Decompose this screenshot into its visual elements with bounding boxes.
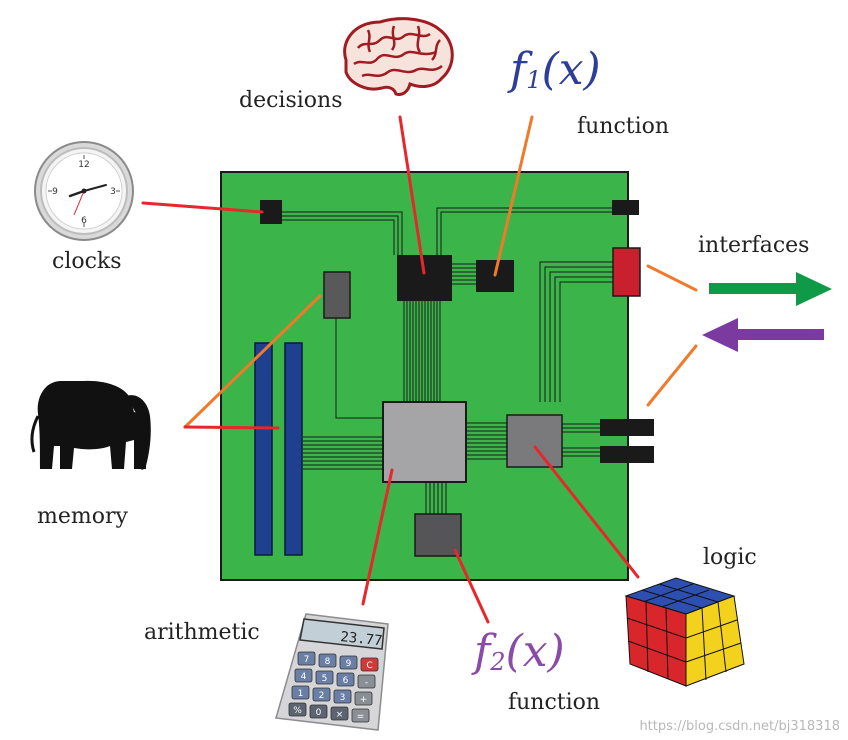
interface-connector-red [612,247,641,297]
clock-chip [260,200,282,224]
logic-chip [506,414,563,468]
calculator-key [360,657,379,672]
calculator-key-label: 5 [322,674,328,684]
memory-chip-small [323,271,351,319]
function-label-top: function [577,114,670,139]
decisions-chip [397,255,452,301]
calculator-key [330,706,349,721]
watermark: https://blog.csdn.net/bj318318 [639,719,840,734]
calculator-keypad: 7 8 9 C 4 5 6 - 1 2 3 +% 0 × = [288,651,379,723]
calculator-display-value: 23.77 [340,629,384,649]
elephant-icon [30,380,151,470]
f1-formula: f1(x) [510,44,601,95]
f1-base: f [510,44,527,95]
clock-icon: 12 3 6 9 [34,141,134,241]
calculator-key [339,655,358,670]
interfaces-label: interfaces [698,233,810,258]
pointer-lines [141,115,698,624]
interface-connector-2 [600,446,654,463]
clock-numeral-12: 12 [78,160,89,170]
calculator-key [351,708,370,723]
calculator-key [297,651,316,666]
f1-pointer [493,115,534,277]
calculator-key-label: 2 [319,691,325,701]
f2-argument: (x) [505,626,565,677]
cpu-chip [382,401,467,483]
calculator-key-label: + [360,695,368,705]
calculator-key [333,689,352,704]
memory-pointer-lower [183,425,280,430]
logic-label: logic [703,545,757,570]
calculator-key-label: 7 [304,655,310,665]
calculator-key-label: 9 [346,659,352,669]
calculator-key [318,653,337,668]
f1-argument: (x) [541,44,601,95]
arrow-left-icon [702,318,824,352]
clocks-label: clocks [52,249,122,274]
clock-numeral-3: 3 [110,187,116,197]
calculator-key [309,704,328,719]
f2-pointer [453,548,490,624]
memory-slot-1 [254,342,273,556]
arithmetic-label: arithmetic [144,620,260,645]
calculator-icon: 23.77 7 8 9 C 4 5 6 - 1 2 3 +% 0 × = [275,613,389,731]
f2-base: f [474,626,491,677]
arrow-right-icon [709,272,832,306]
calculator-key [315,670,334,685]
function-label-bottom: function [508,690,601,715]
clock-pointer [141,201,264,214]
f2-subscript: 2 [490,648,506,676]
circuit-traces [282,207,613,514]
calculator-key [291,685,310,700]
calculator-key-label: - [365,678,368,688]
decisions-pointer [398,115,426,275]
calculator-key [294,668,313,683]
decisions-label: decisions [239,88,343,113]
calculator-key [357,674,376,689]
f1-subscript: 1 [526,66,542,94]
calculator-key-label: 3 [340,693,346,703]
memory-slot-2 [284,342,303,556]
calculator-key-label: C [366,661,372,671]
interface-pointer-bottom [646,344,698,407]
calculator-key [312,687,331,702]
cube-icon [624,577,745,687]
calculator-key-label: 1 [298,689,304,699]
memory-pointer-upper [183,294,322,429]
calculator-key-label: 6 [343,676,349,686]
memory-label: memory [37,504,128,529]
calculator-key [288,702,307,717]
calculator-key-label: = [357,712,365,722]
calculator-key-label: × [336,710,344,720]
calculator-key-label: 0 [316,708,322,718]
logic-pointer [533,445,640,579]
f2-chip [414,513,462,557]
brain-icon [343,17,454,96]
f2-formula: f2(x) [474,626,565,677]
small-top-chip [612,200,639,215]
clock-numeral-6: 6 [81,216,87,226]
clock-numeral-9: 9 [52,187,58,197]
interface-pointer-top [646,264,698,292]
calculator-key-label: % [293,706,302,716]
calculator-key-label: 4 [301,672,307,682]
calculator-key [354,691,373,706]
arithmetic-pointer [361,468,394,606]
interface-connector-1 [600,419,654,436]
calculator-key-label: 8 [325,657,331,667]
calculator-key [336,672,355,687]
